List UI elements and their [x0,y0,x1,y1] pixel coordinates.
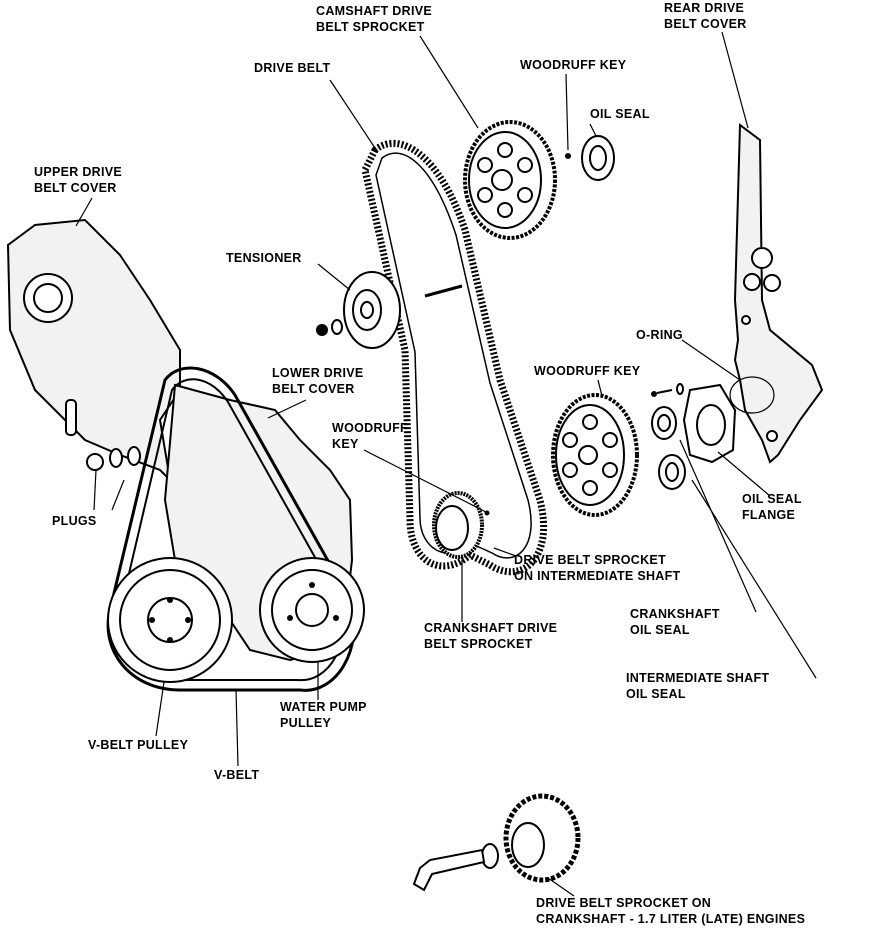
label-intermediate-shaft-oil-seal: INTERMEDIATE SHAFT OIL SEAL [626,671,770,701]
v-belt [106,366,356,692]
tensioner-stud [424,284,463,298]
label-crankshaft-oil-seal: CRANKSHAFT OIL SEAL [630,607,720,637]
plug [127,446,141,466]
label-woodruff-key-left: WOODRUFF KEY [332,421,408,451]
leader-lines [75,31,817,897]
intermediate-sprocket-hole [582,414,598,430]
label-oil-seal-flange: OIL SEAL FLANGE [742,492,802,522]
crankshaft-oil-seal-inner [657,414,671,432]
crankshaft-sprocket-face [435,505,469,551]
intermediate-sprocket-hole [562,432,578,448]
camshaft-sprocket-hole [497,202,513,218]
rear-cover-hole [763,274,781,292]
label-crankshaft-drive-belt-sprocket: CRANKSHAFT DRIVE BELT SPROCKET [424,621,558,651]
camshaft-sprocket-hole [517,187,533,203]
label-late-crankshaft-sprocket: DRIVE BELT SPROCKET ON CRANKSHAFT - 1.7 … [536,896,806,926]
tensioner-hub-inner [360,301,374,319]
rear-cover-hole [751,247,773,269]
upper-drive-belt-cover [6,218,181,483]
water-pump-pulley-bolt [333,615,339,621]
intermediate-sprocket-hole [602,432,618,448]
rear-cover-hole [741,315,751,325]
flange-washer [676,383,684,395]
upper-cover-boss-inner [33,283,63,313]
camshaft-sprocket-hole [497,142,513,158]
label-camshaft-drive-belt-sprocket: CAMSHAFT DRIVE BELT SPROCKET [316,4,433,34]
drive-belt-edge [375,152,532,559]
label-woodruff-key-mid: WOODRUFF KEY [534,364,641,378]
camshaft-sprocket-hole [477,187,493,203]
camshaft-sprocket-hole [477,157,493,173]
upper-cover-slot [65,399,77,436]
intermediate-sprocket-hole [582,480,598,496]
rear-cover-hole [743,273,761,291]
plug [109,448,123,468]
drive-belt [361,139,548,576]
label-v-belt: V-BELT [214,768,260,782]
rear-drive-belt-cover [733,123,824,464]
label-rear-drive-belt-cover: REAR DRIVE BELT COVER [664,1,747,31]
label-o-ring: O-RING [636,328,683,342]
flange-bolt-shank [656,389,673,394]
label-drive-belt: DRIVE BELT [254,61,331,75]
label-oil-seal-top: OIL SEAL [590,107,650,121]
label-lower-drive-belt-cover: LOWER DRIVE BELT COVER [272,366,364,396]
intermediate-oil-seal-inner [665,462,679,482]
water-pump-pulley-hub [295,593,329,627]
woodruff-key-top [565,153,571,159]
water-pump-pulley-bolt [309,582,315,588]
v-belt-pulley-bolt [167,597,173,603]
intermediate-sprocket-hole [602,462,618,478]
plug [86,453,104,471]
label-water-pump-pulley: WATER PUMP PULLEY [280,700,367,730]
intermediate-sprocket-hub [578,445,598,465]
rear-cover-hole [766,430,778,442]
label-drive-belt-sprocket-intermediate: DRIVE BELT SPROCKET ON INTERMEDIATE SHAF… [514,553,681,583]
intermediate-sprocket-hole [562,462,578,478]
label-v-belt-pulley: V-BELT PULLEY [88,738,189,752]
late-sprocket-washer [481,843,499,869]
flange-bolt [651,391,657,397]
oil-seal-top-inner [589,145,607,171]
tensioner-washer [331,319,343,335]
label-plugs: PLUGS [52,514,97,528]
v-belt-pulley-bolt [167,637,173,643]
label-upper-drive-belt-cover: UPPER DRIVE BELT COVER [34,165,123,195]
camshaft-sprocket-hub [491,169,513,191]
late-crankshaft-sprocket-face [511,822,545,868]
label-tensioner: TENSIONER [226,251,302,265]
camshaft-sprocket-hole [517,157,533,173]
late-sprocket-bolt [412,848,486,892]
tensioner-nut [316,324,328,336]
v-belt-pulley-bolt [149,617,155,623]
o-ring [729,376,775,414]
label-woodruff-key-top: WOODRUFF KEY [520,58,627,72]
v-belt-pulley-bolt [185,617,191,623]
water-pump-pulley-bolt [287,615,293,621]
oil-seal-flange-bore [696,404,726,446]
